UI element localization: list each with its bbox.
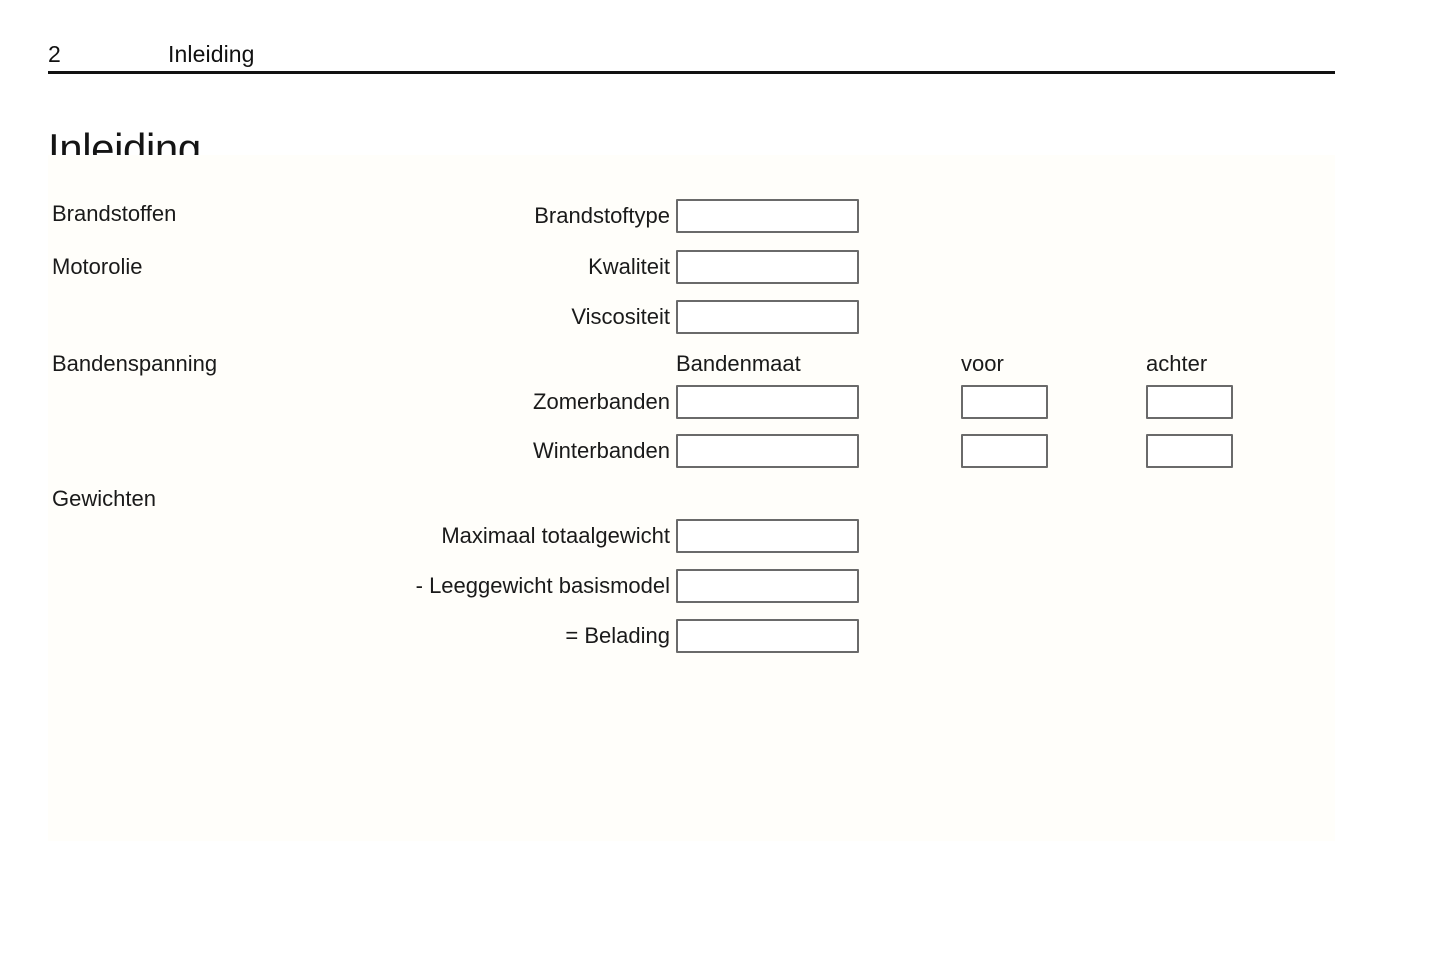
fuel-type-input[interactable] — [678, 201, 857, 231]
running-header-title: Inleiding — [168, 41, 255, 67]
header-divider-rule — [48, 71, 1335, 74]
winter-rear-input[interactable] — [1148, 436, 1231, 466]
max-total-weight-input[interactable] — [678, 521, 857, 551]
field-box-kerb-weight[interactable] — [676, 569, 859, 603]
section-label-engine-oil: Motorolie — [52, 254, 143, 279]
field-box-oil-viscosity[interactable] — [676, 300, 859, 334]
specification-form-panel: Brandstoffen Motorolie Bandenspanning Ge… — [48, 155, 1335, 841]
section-label-weights: Gewichten — [52, 486, 156, 511]
page-header: 2 Inleiding — [48, 40, 1335, 74]
field-label-oil-quality: Kwaliteit — [588, 254, 670, 279]
field-label-kerb-weight: - Leeggewicht basismodel — [415, 573, 670, 598]
section-label-tyre-pressure: Bandenspanning — [52, 351, 218, 376]
oil-quality-input[interactable] — [678, 252, 857, 282]
field-label-winter-tyres: Winterbanden — [533, 438, 670, 463]
field-label-summer-tyres: Zomerbanden — [533, 389, 670, 414]
page-number: 2 — [48, 41, 61, 67]
field-box-summer-rear[interactable] — [1146, 385, 1233, 419]
field-box-summer-front[interactable] — [961, 385, 1048, 419]
field-box-winter-front[interactable] — [961, 434, 1048, 468]
field-box-oil-quality[interactable] — [676, 250, 859, 284]
payload-input[interactable] — [678, 621, 857, 651]
field-box-winter-tyre-size[interactable] — [676, 434, 859, 468]
column-header-rear: achter — [1146, 351, 1208, 376]
field-box-summer-tyre-size[interactable] — [676, 385, 859, 419]
field-box-fuel-type[interactable] — [676, 199, 859, 233]
section-label-fuels: Brandstoffen — [52, 201, 177, 226]
field-box-payload[interactable] — [676, 619, 859, 653]
winter-front-input[interactable] — [963, 436, 1046, 466]
field-label-max-total-weight: Maximaal totaalgewicht — [441, 523, 670, 548]
column-header-front: voor — [961, 351, 1004, 376]
field-box-max-total-weight[interactable] — [676, 519, 859, 553]
kerb-weight-input[interactable] — [678, 571, 857, 601]
winter-tyre-size-input[interactable] — [678, 436, 857, 466]
field-box-winter-rear[interactable] — [1146, 434, 1233, 468]
column-header-tyre-size: Bandenmaat — [676, 351, 801, 376]
summer-tyre-size-input[interactable] — [678, 387, 857, 417]
field-label-fuel-type: Brandstoftype — [534, 203, 670, 228]
summer-front-input[interactable] — [963, 387, 1046, 417]
field-label-oil-viscosity: Viscositeit — [571, 304, 670, 329]
summer-rear-input[interactable] — [1148, 387, 1231, 417]
field-label-payload: = Belading — [565, 623, 670, 648]
oil-viscosity-input[interactable] — [678, 302, 857, 332]
